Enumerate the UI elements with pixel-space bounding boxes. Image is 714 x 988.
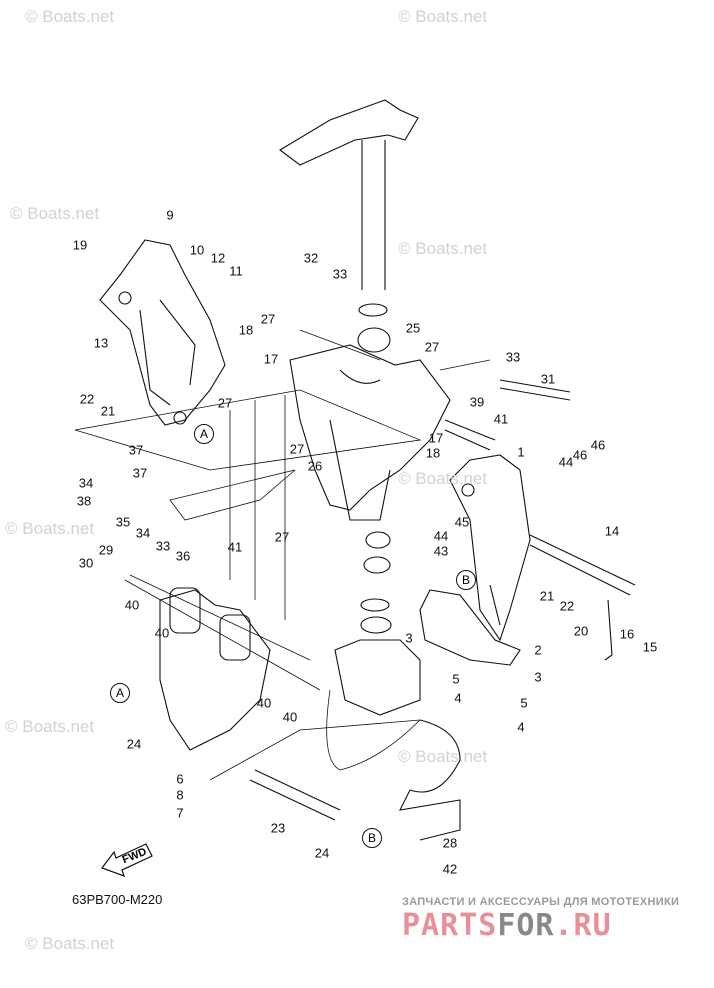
part-callout[interactable]: 14 — [604, 523, 620, 539]
part-callout[interactable]: 22 — [559, 598, 575, 614]
watermark: © Boats.net — [398, 239, 488, 258]
reference-marker: B — [362, 828, 382, 848]
reference-marker: A — [194, 424, 214, 444]
part-callout[interactable]: 35 — [115, 514, 131, 530]
reference-marker: A — [110, 683, 130, 703]
part-callout[interactable]: 40 — [282, 709, 298, 725]
part-callout[interactable]: 13 — [93, 335, 109, 351]
part-callout[interactable]: 17 — [428, 430, 444, 446]
brand-part1: PARTS — [402, 908, 498, 943]
part-callout[interactable]: 34 — [78, 475, 94, 491]
part-callout[interactable]: 33 — [505, 349, 521, 365]
part-callout[interactable]: 46 — [590, 437, 606, 453]
part-callout[interactable]: 31 — [540, 371, 556, 387]
part-callout[interactable]: 9 — [166, 207, 174, 223]
part-callout[interactable]: 38 — [76, 493, 92, 509]
fwd-arrow-icon: FWD — [100, 838, 160, 883]
part-callout[interactable]: 19 — [72, 237, 88, 253]
part-callout[interactable]: 21 — [539, 588, 555, 604]
part-callout[interactable]: 43 — [433, 543, 449, 559]
part-callout[interactable]: 8 — [176, 787, 184, 803]
watermark: © Boats.net — [25, 934, 115, 953]
part-callout[interactable]: 18 — [425, 445, 441, 461]
part-callout[interactable]: 30 — [78, 555, 94, 571]
part-callout[interactable]: 11 — [229, 263, 243, 279]
brand-part2: FOR — [497, 908, 555, 943]
watermark: © Boats.net — [25, 7, 115, 26]
part-callout[interactable]: 32 — [303, 250, 319, 266]
part-callout[interactable]: 26 — [307, 458, 323, 474]
part-callout[interactable]: 15 — [642, 639, 658, 655]
part-callout[interactable]: 44 — [433, 528, 449, 544]
part-callout[interactable]: 25 — [405, 320, 421, 336]
part-callout[interactable]: 45 — [454, 514, 470, 530]
watermark: © Boats.net — [398, 747, 488, 766]
brand-subtitle: ЗАПЧАСТИ И АКСЕССУАРЫ ДЛЯ МОТОТЕХНИКИ — [402, 896, 680, 908]
part-callout[interactable]: 17 — [263, 351, 279, 367]
part-callout[interactable]: 44 — [558, 454, 574, 470]
part-callout[interactable]: 36 — [175, 548, 191, 564]
part-callout[interactable]: 10 — [189, 242, 205, 258]
part-callout[interactable]: 40 — [256, 695, 272, 711]
watermark: © Boats.net — [398, 7, 488, 26]
diagram-code: 63PB700-M220 — [72, 892, 163, 907]
part-callout[interactable]: 5 — [452, 671, 460, 687]
part-callout[interactable]: 20 — [573, 623, 589, 639]
part-callout[interactable]: 7 — [176, 805, 184, 821]
part-callout[interactable]: 40 — [124, 597, 140, 613]
part-callout[interactable]: 33 — [332, 266, 348, 282]
part-callout[interactable]: 42 — [442, 861, 458, 877]
part-callout[interactable]: 21 — [100, 403, 116, 419]
part-callout[interactable]: 2 — [534, 642, 542, 658]
part-callout[interactable]: 4 — [517, 719, 525, 735]
part-callout[interactable]: 37 — [132, 465, 148, 481]
part-callout[interactable]: 33 — [155, 538, 171, 554]
part-callout[interactable]: 27 — [260, 311, 276, 327]
part-callout[interactable]: 6 — [176, 771, 184, 787]
part-callout[interactable]: 18 — [238, 322, 254, 338]
part-callout[interactable]: 29 — [98, 542, 114, 558]
part-callout[interactable]: 41 — [493, 411, 509, 427]
part-callout[interactable]: 1 — [517, 444, 525, 460]
reference-marker: B — [456, 570, 476, 590]
part-callout[interactable]: 37 — [128, 442, 144, 458]
part-callout[interactable]: 22 — [79, 391, 95, 407]
part-callout[interactable]: 12 — [210, 250, 226, 266]
part-callout[interactable]: 23 — [270, 820, 286, 836]
part-callout[interactable]: 16 — [619, 626, 635, 642]
watermark: © Boats.net — [5, 519, 95, 538]
part-callout[interactable]: 27 — [424, 339, 440, 355]
part-callout[interactable]: 24 — [314, 845, 330, 861]
part-callout[interactable]: 27 — [289, 441, 305, 457]
part-callout[interactable]: 4 — [454, 690, 462, 706]
watermark: © Boats.net — [10, 204, 100, 223]
part-callout[interactable]: 27 — [217, 395, 233, 411]
part-callout[interactable]: 40 — [154, 625, 170, 641]
part-callout[interactable]: 24 — [126, 736, 142, 752]
brand-logo: PARTSFOR.RU — [402, 908, 612, 943]
part-callout[interactable]: 46 — [572, 447, 588, 463]
part-callout[interactable]: 39 — [469, 394, 485, 410]
part-callout[interactable]: 3 — [534, 669, 542, 685]
brand-part3: .RU — [554, 908, 612, 943]
part-callout[interactable]: 5 — [520, 695, 528, 711]
watermark: © Boats.net — [398, 469, 488, 488]
part-callout[interactable]: 3 — [405, 630, 413, 646]
part-callout[interactable]: 34 — [135, 525, 151, 541]
part-callout[interactable]: 41 — [227, 539, 243, 555]
watermark: © Boats.net — [5, 717, 95, 736]
part-callout[interactable]: 27 — [274, 529, 290, 545]
part-callout[interactable]: 28 — [442, 835, 458, 851]
